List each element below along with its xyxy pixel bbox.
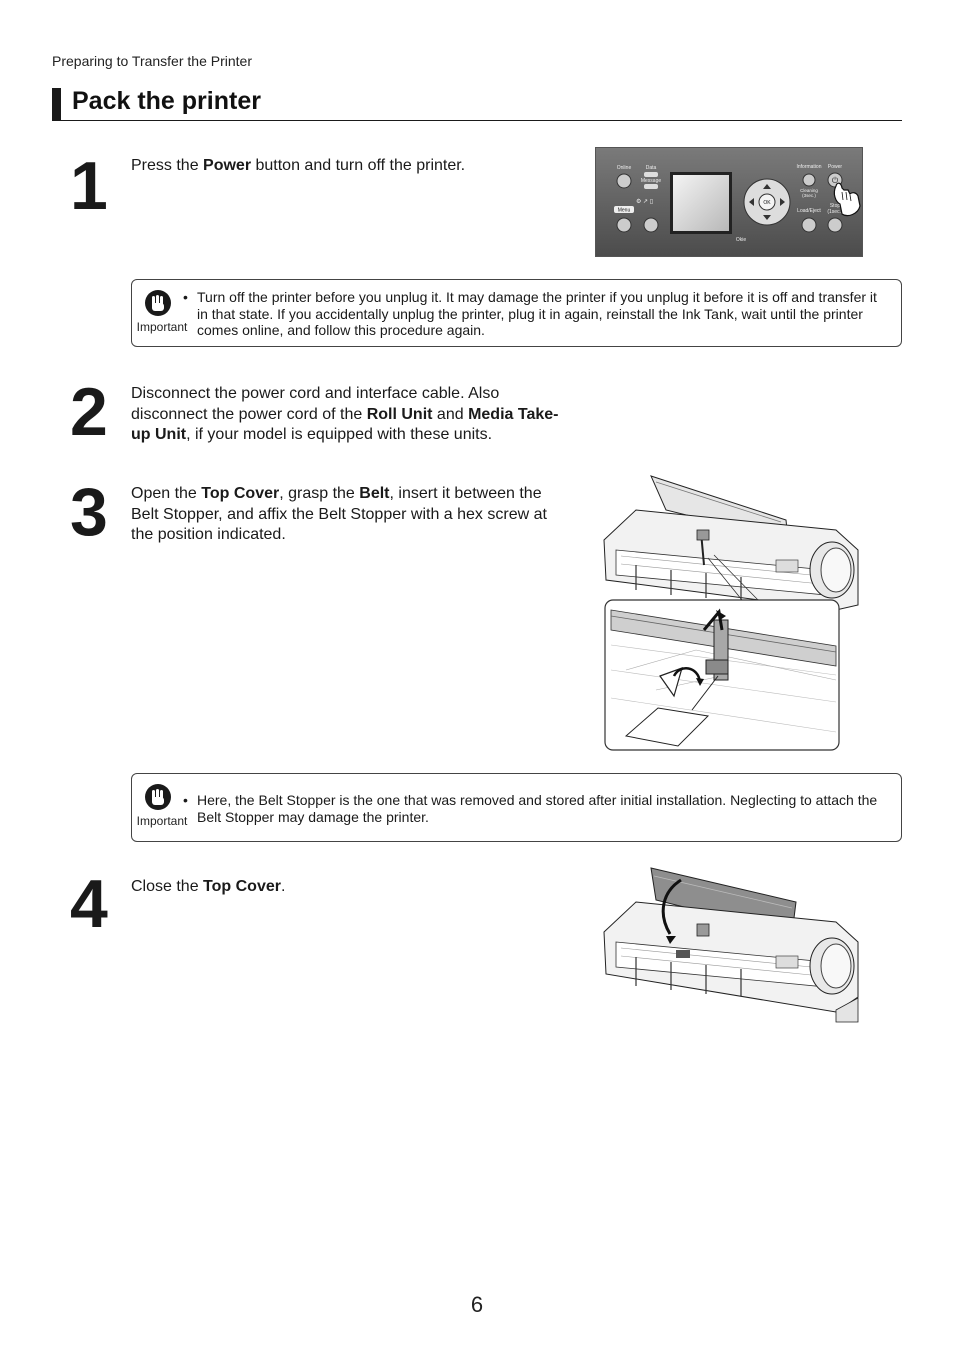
text-run: Press the xyxy=(131,157,204,174)
online-button xyxy=(616,173,632,189)
menu-label-box xyxy=(614,206,634,213)
text-run: and xyxy=(432,405,469,423)
page-number: 6 xyxy=(470,1292,484,1317)
power-label: Power xyxy=(828,164,843,170)
load-eject-label: Load/Eject xyxy=(797,208,821,214)
cleaning-sub-label: (3sec.) xyxy=(802,193,816,198)
control-panel-svg: Online Data Message Menu ⚙ ↗ ▯ Okie OK I… xyxy=(596,148,862,256)
menu-label: Menu xyxy=(618,208,631,214)
message-lamp xyxy=(644,184,658,189)
important-label: Important xyxy=(136,814,188,828)
note-text: Here, the Belt Stopper is the one that w… xyxy=(197,792,878,825)
printer-open-svg xyxy=(603,475,859,751)
title-accent-bar xyxy=(52,88,61,120)
brand-label: Okie xyxy=(736,237,747,243)
step-1-text: Press the Power button and turn off the … xyxy=(131,156,561,177)
stop-sub-label: (1sec.) xyxy=(827,209,843,215)
ok-button xyxy=(758,193,776,211)
note-bullet: • xyxy=(183,792,188,808)
message-label: Message xyxy=(641,178,662,184)
important-label: Important xyxy=(136,320,188,334)
text-run: Close the xyxy=(131,878,204,895)
arrow-left-icon xyxy=(749,198,754,206)
menu-button xyxy=(616,217,632,233)
stop-label: Stop xyxy=(830,203,841,209)
tool-icon: ⚙ ↗ ▯ xyxy=(636,198,653,205)
back-button xyxy=(643,217,659,233)
title-rule xyxy=(52,120,902,121)
emphasized-term: Media Take-up Unit xyxy=(131,405,559,444)
power-icon: ⏻ xyxy=(832,176,839,185)
data-lamp xyxy=(644,172,658,177)
breadcrumb: Preparing to Transfer the Printer xyxy=(52,53,252,69)
emphasized-term: Top Cover xyxy=(203,878,281,895)
emphasized-term: Belt xyxy=(359,485,390,502)
important-note-2: Important • Here, the Belt Stopper is th… xyxy=(131,773,902,842)
text-run: button and turn off the printer. xyxy=(251,157,466,174)
printer-close-svg xyxy=(603,867,859,1023)
text-run: Disconnect the power cord and interface … xyxy=(131,385,500,423)
step-1-number: 1 xyxy=(70,148,108,224)
important-hand-icon xyxy=(145,784,171,810)
important-note-1: Important • Turn off the printer before … xyxy=(131,279,902,347)
ok-label: OK xyxy=(763,200,771,206)
printer-open-illustration xyxy=(596,470,864,755)
step-4-text: Close the Top Cover. xyxy=(131,877,571,898)
step-4-number: 4 xyxy=(70,866,108,942)
page-title: Pack the printer xyxy=(72,87,261,115)
information-label: Information xyxy=(796,164,821,170)
emphasized-term: Power xyxy=(203,157,252,174)
text-run: , insert it between the Belt Stopper, an… xyxy=(131,485,547,543)
information-button xyxy=(802,173,816,187)
text-run: . xyxy=(280,878,286,895)
load-eject-button xyxy=(801,217,817,233)
control-panel-illustration: Online Data Message Menu ⚙ ↗ ▯ Okie OK I… xyxy=(595,147,863,257)
printer-close-illustration xyxy=(596,862,864,1027)
arrow-down-icon xyxy=(763,215,771,220)
note-bullet: • xyxy=(183,289,188,305)
text-run: , grasp the xyxy=(279,485,360,502)
text-run: , if your model is equipped with these u… xyxy=(186,426,493,443)
step-3-text: Open the Top Cover, grasp the Belt, inse… xyxy=(131,484,571,546)
lcd-screen xyxy=(673,175,729,231)
cleaning-label: Cleaning xyxy=(800,188,818,193)
text-run: Open the xyxy=(131,485,202,502)
emphasized-term: Top Cover xyxy=(201,485,280,502)
emphasized-term: Roll Unit xyxy=(366,405,433,423)
step-3-number: 3 xyxy=(70,474,108,550)
important-hand-icon xyxy=(145,290,171,316)
online-label: Online xyxy=(617,165,632,171)
step-2-text: Disconnect the power cord and interface … xyxy=(131,384,571,446)
arrow-right-icon xyxy=(780,198,785,206)
stop-button xyxy=(827,217,843,233)
data-label: Data xyxy=(646,165,657,171)
step-2-number: 2 xyxy=(70,374,108,450)
arrow-up-icon xyxy=(763,184,771,189)
pressing-hand-icon xyxy=(833,182,861,217)
note-text: Turn off the printer before you unplug i… xyxy=(197,289,877,338)
